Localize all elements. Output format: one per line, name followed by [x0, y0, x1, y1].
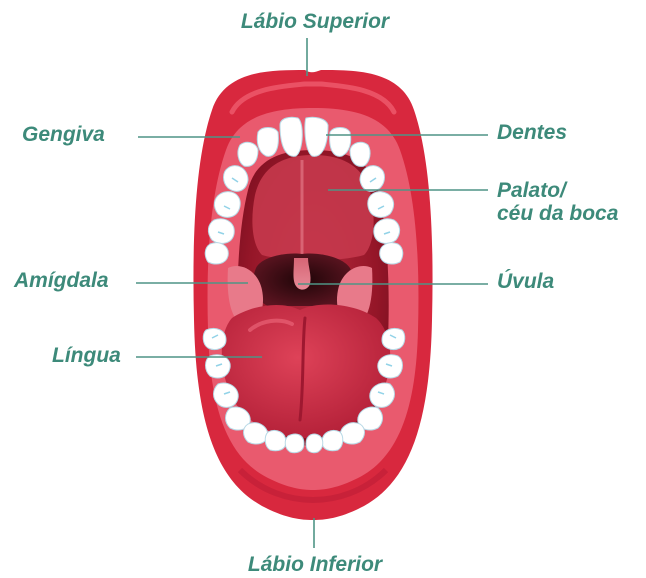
- label-teeth: Dentes: [497, 121, 567, 144]
- label-tonsil: Amígdala: [14, 269, 109, 292]
- label-gum: Gengiva: [22, 123, 105, 146]
- label-uvula: Úvula: [497, 270, 554, 293]
- label-tongue: Língua: [52, 344, 121, 367]
- label-palate-line1: Palato/: [497, 179, 618, 202]
- label-palate: Palato/ céu da boca: [497, 179, 618, 225]
- label-lower-lip: Lábio Inferior: [0, 553, 630, 576]
- uvula: [294, 258, 311, 290]
- palate: [252, 155, 373, 260]
- label-upper-lip: Lábio Superior: [0, 10, 630, 33]
- label-palate-line2: céu da boca: [497, 202, 618, 225]
